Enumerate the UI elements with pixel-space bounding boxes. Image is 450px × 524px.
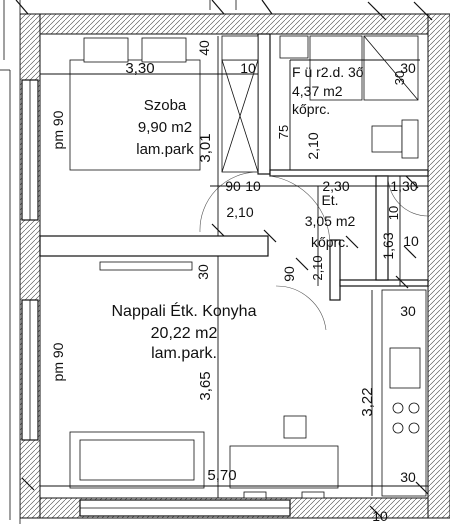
- living-name: Nappali Étk. Konyha: [112, 301, 257, 320]
- dimension-lines: [40, 36, 428, 498]
- living-area: 20,22 m2: [151, 325, 218, 342]
- bedroom-floor: lam.park: [136, 141, 194, 158]
- dim-wall-10-top: 10: [240, 60, 256, 76]
- washbasin: [279, 35, 309, 59]
- double-bed: [69, 59, 201, 171]
- wall-hall-kitchen: [329, 239, 341, 301]
- windows: [21, 79, 291, 517]
- kitchen-fixtures: [381, 289, 427, 497]
- kitchen-sink: [389, 347, 421, 389]
- kitchen-counter: [381, 289, 427, 497]
- hob-burner: [392, 402, 404, 414]
- hall-floor: kőprc.: [311, 234, 349, 250]
- bathroom-fixtures: [279, 35, 419, 159]
- dim-living-width: 5,70: [207, 467, 236, 484]
- dim-bedroom-height: 3,01: [197, 133, 214, 162]
- dining-table: [229, 445, 339, 489]
- wall-bath-hall: [269, 169, 429, 177]
- dim-hall-10-a: 10: [386, 206, 401, 220]
- pillow-left: [83, 37, 129, 63]
- bathroom-name: F ü r2.d. 3ő: [292, 64, 364, 80]
- toilet: [371, 125, 403, 153]
- wall-hall-right: [375, 175, 389, 281]
- chair: [283, 415, 307, 439]
- dim-wall-40: 40: [196, 40, 212, 56]
- dim-living-30-top: 30: [195, 264, 211, 280]
- dim-wall-10-mid: 10: [245, 178, 261, 194]
- living-furniture: [69, 261, 339, 499]
- washing-machine: [309, 35, 363, 101]
- hall-door: [269, 175, 331, 245]
- wall-bedroom-bath: [257, 33, 271, 175]
- room-labels: Szoba 9,90 m2 lam.park F ü r2.d. 3ő 4,37…: [112, 64, 364, 362]
- pillow-right: [141, 37, 187, 63]
- dim-hall-height: 1,63: [380, 232, 396, 259]
- dim-bedroom-width: 3,30: [125, 60, 154, 77]
- hall-name: Et.: [321, 192, 338, 208]
- dim-living-window: pm 90: [50, 342, 66, 381]
- dim-bedroom-door: 2,10: [226, 204, 253, 220]
- dim-door-90-a: 90: [225, 178, 241, 194]
- dim-hall-width: 2,30: [322, 178, 349, 194]
- dim-kitchen-30-top: 30: [400, 303, 416, 319]
- dim-bath-door: 75: [276, 125, 291, 139]
- living-floor: lam.park.: [151, 345, 217, 362]
- dimension-labels: 3,30 3,01 pm 90 40 10 30 2,10 75 30 90 1…: [50, 40, 419, 524]
- bathroom-floor: kőprc.: [292, 101, 330, 117]
- dim-door-90-b: 90: [281, 266, 297, 282]
- bedroom-area: 9,90 m2: [138, 119, 192, 136]
- dim-bath-30: 30: [400, 60, 416, 76]
- wall-hall-bottom: [339, 279, 429, 287]
- living-door: [275, 285, 327, 331]
- wall-bedroom-living: [39, 235, 269, 257]
- dim-hall-small: 1,30: [390, 178, 417, 194]
- dim-bottom-10: 10: [372, 508, 388, 524]
- bathroom-area: 4,37 m2: [292, 83, 343, 99]
- dim-bath-side-30: 30: [392, 71, 407, 85]
- dim-kitchen-30-bottom: 30: [400, 469, 416, 485]
- dim-hall-10-b: 10: [403, 233, 419, 249]
- dim-kitchen-length: 3,22: [359, 387, 376, 416]
- dim-bedroom-window: pm 90: [50, 110, 66, 149]
- dim-bath-vertical: 2,10: [305, 132, 321, 159]
- wall-top: [19, 13, 450, 35]
- hall-area: 3,05 m2: [305, 213, 356, 229]
- dim-living-height: 3,65: [197, 371, 214, 400]
- dim-hall-door: 2,10: [310, 255, 325, 280]
- dimension-ticks: [15, 0, 433, 519]
- bedroom-name: Szoba: [144, 97, 187, 114]
- wall-right: [427, 13, 450, 519]
- shelf: [99, 261, 193, 271]
- bedroom-furniture: [69, 35, 259, 173]
- interior-walls: [39, 33, 429, 301]
- bedroom-door: [199, 171, 259, 233]
